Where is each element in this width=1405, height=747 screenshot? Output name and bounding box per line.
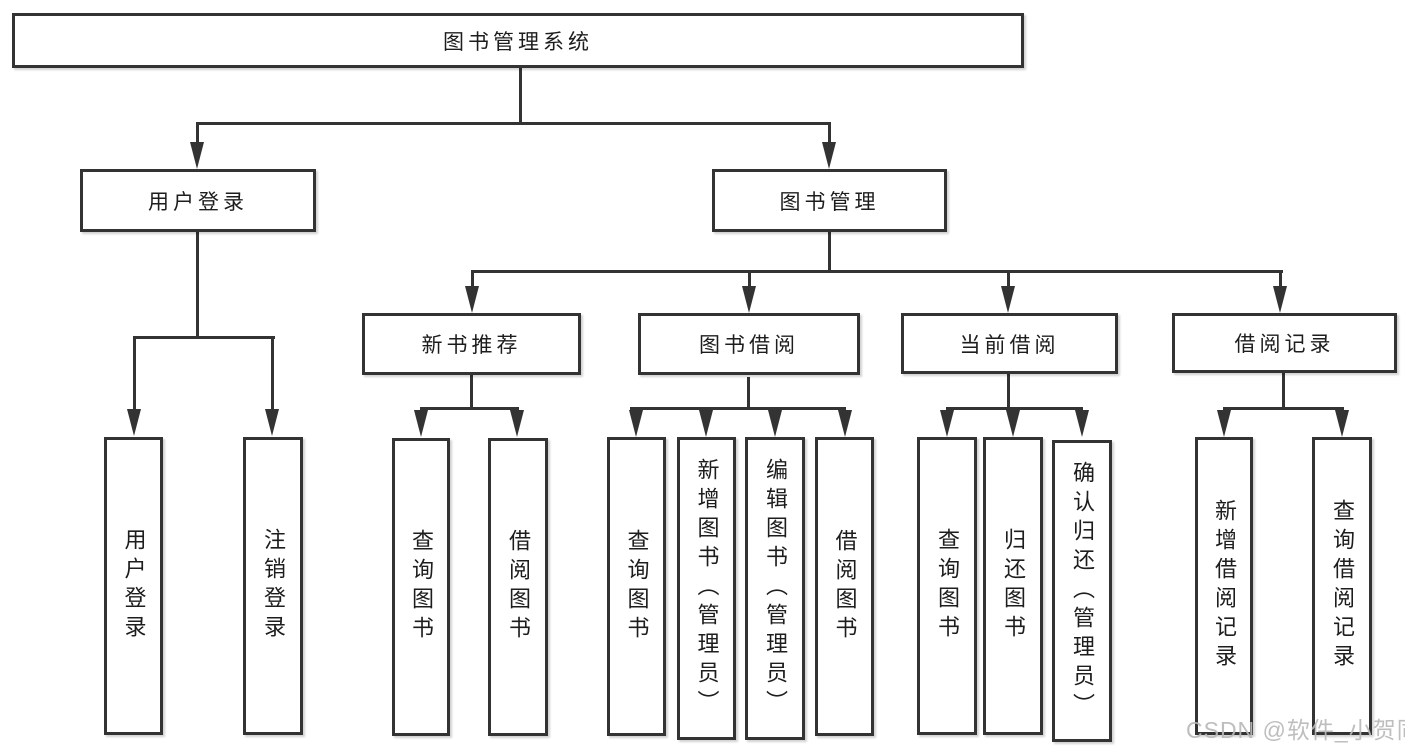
leaf-label: 查询图书 bbox=[935, 528, 960, 644]
leaf-label: 确认归还（管理员） bbox=[1070, 460, 1095, 722]
connector-login-drop bbox=[196, 125, 199, 146]
leaf-label: 归还图书 bbox=[1001, 528, 1026, 644]
arrow-down-icon-borrow bbox=[742, 286, 756, 313]
node-current-borrowing: 当前借阅 bbox=[901, 313, 1118, 374]
connector-root-stem bbox=[519, 68, 522, 122]
connector-current-drop bbox=[1007, 273, 1010, 288]
leaf-user-login: 用户登录 bbox=[104, 437, 163, 735]
node-library-management-system: 图书管理系统 bbox=[12, 13, 1024, 68]
node-label: 图书借阅 bbox=[699, 334, 799, 357]
connector-recommend-drop bbox=[471, 273, 474, 288]
node-label: 当前借阅 bbox=[959, 333, 1060, 357]
leaf-borrowing-add-books-admin: 新增图书（管理员） bbox=[677, 437, 736, 740]
leaf-label: 借阅图书 bbox=[506, 529, 531, 645]
leaf-recommend-borrow-books: 借阅图书 bbox=[488, 438, 548, 736]
node-user-login: 用户登录 bbox=[80, 169, 316, 232]
connector-records-horizontal bbox=[1223, 407, 1344, 410]
connector-level3-horizontal bbox=[471, 270, 1283, 273]
watermark: CSDN @软件_小贺同学 bbox=[1186, 717, 1405, 743]
leaf-label: 新增借阅记录 bbox=[1212, 499, 1237, 673]
node-label: 新书推荐 bbox=[421, 334, 522, 357]
leaf-current-confirm-return-admin: 确认归还（管理员） bbox=[1052, 440, 1112, 742]
connector-borrow-stem bbox=[747, 377, 750, 407]
leaf-current-return-books: 归还图书 bbox=[983, 437, 1043, 735]
arrow-down-icon-borrow-query bbox=[629, 410, 643, 437]
arrow-down-icon-current-query bbox=[940, 410, 954, 437]
connector-recommend-stem bbox=[470, 375, 473, 407]
arrow-down-icon-borrow-edit bbox=[768, 410, 782, 437]
connector-borrow-horizontal bbox=[630, 407, 846, 410]
arrow-down-icon-recommend bbox=[465, 286, 479, 313]
connector-user-login-drop bbox=[133, 339, 136, 410]
node-new-book-recommendation: 新书推荐 bbox=[362, 313, 581, 375]
leaf-label: 查询图书 bbox=[409, 529, 434, 645]
arrow-down-icon-records bbox=[1273, 286, 1287, 313]
connector-recommend-horizontal bbox=[420, 407, 519, 410]
leaf-borrowing-query-books: 查询图书 bbox=[607, 437, 666, 736]
leaf-current-query-books: 查询图书 bbox=[917, 437, 977, 735]
arrow-down-icon-borrow-borrow bbox=[838, 410, 852, 437]
node-label: 图书管理 bbox=[779, 190, 880, 214]
arrow-down-icon-recommend-borrow bbox=[510, 410, 524, 437]
node-label: 图书管理系统 bbox=[443, 30, 593, 54]
node-label: 借阅记录 bbox=[1234, 333, 1335, 356]
connector-level1-horizontal bbox=[196, 122, 831, 125]
connector-login-horizontal bbox=[133, 336, 275, 339]
connector-records-stem bbox=[1282, 373, 1285, 407]
arrow-down-icon-current-confirm bbox=[1075, 410, 1089, 437]
arrow-down-icon-login bbox=[190, 142, 204, 169]
arrow-down-icon-current bbox=[1001, 286, 1015, 313]
connector-current-horizontal bbox=[946, 407, 1083, 410]
connector-current-stem bbox=[1007, 374, 1010, 407]
arrow-down-icon-recommend-query bbox=[414, 410, 428, 437]
connector-management-stem bbox=[828, 232, 831, 270]
connector-records-drop bbox=[1279, 273, 1282, 288]
arrow-down-icon-borrow-add bbox=[699, 410, 713, 437]
connector-borrow-drop bbox=[748, 273, 751, 288]
connector-management-drop bbox=[828, 125, 831, 146]
node-book-management: 图书管理 bbox=[712, 169, 947, 232]
arrow-down-icon-records-query bbox=[1335, 410, 1349, 437]
arrow-down-icon-current-return bbox=[1006, 410, 1020, 437]
arrow-down-icon-logout bbox=[265, 409, 279, 436]
leaf-label: 新增图书（管理员） bbox=[694, 458, 720, 719]
leaf-label: 查询借阅记录 bbox=[1330, 499, 1355, 673]
leaf-label: 编辑图书（管理员） bbox=[763, 458, 788, 719]
connector-login-stem bbox=[196, 232, 199, 336]
node-book-borrowing: 图书借阅 bbox=[638, 313, 860, 375]
leaf-borrowing-borrow-books: 借阅图书 bbox=[815, 437, 874, 736]
node-borrowing-records: 借阅记录 bbox=[1172, 313, 1397, 373]
leaf-label: 用户登录 bbox=[121, 528, 147, 644]
arrow-down-icon-records-add bbox=[1217, 410, 1231, 437]
leaf-recommend-query-books: 查询图书 bbox=[392, 438, 450, 736]
leaf-records-add-record: 新增借阅记录 bbox=[1195, 437, 1253, 735]
leaf-label: 查询图书 bbox=[624, 528, 650, 645]
leaf-borrowing-edit-books-admin: 编辑图书（管理员） bbox=[745, 437, 805, 740]
arrow-down-icon-user-login bbox=[127, 409, 141, 436]
leaf-label: 注销登录 bbox=[261, 528, 286, 644]
leaf-logout: 注销登录 bbox=[243, 437, 303, 735]
leaf-label: 借阅图书 bbox=[832, 528, 858, 645]
node-label: 用户登录 bbox=[148, 190, 248, 214]
leaf-records-query-record: 查询借阅记录 bbox=[1312, 437, 1372, 735]
connector-logout-drop bbox=[271, 339, 274, 410]
arrow-down-icon-management bbox=[822, 142, 836, 169]
